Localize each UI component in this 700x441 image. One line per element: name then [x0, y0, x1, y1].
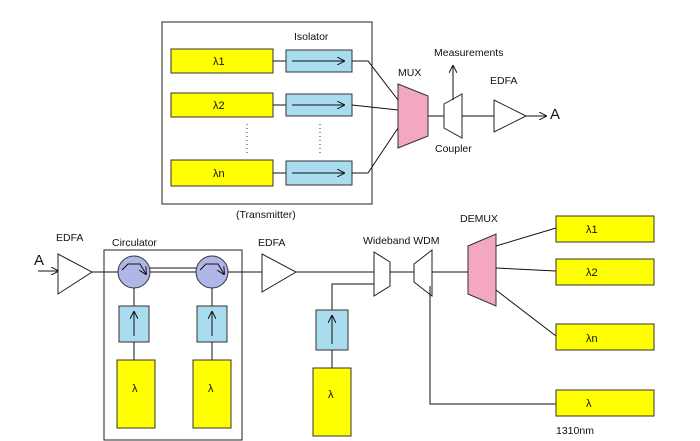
- wavelength-note: 1310nm: [556, 425, 594, 437]
- transmitter-caption: (Transmitter): [236, 209, 296, 221]
- demux-label: DEMUX: [460, 213, 498, 225]
- demux: [467, 233, 497, 307]
- rx-output-1: [555, 215, 655, 243]
- edfa-in: [57, 253, 93, 295]
- circ-source-2-label: λ: [208, 383, 214, 395]
- tx-source-1-label: λ1: [213, 56, 225, 68]
- measurements-label: Measurements: [434, 47, 503, 59]
- mux-label: MUX: [398, 67, 421, 79]
- coupler-label: Coupler: [435, 143, 472, 155]
- edfa-tx-label: EDFA: [490, 75, 517, 87]
- circulator-2-symbol: [199, 263, 224, 274]
- rx-output-1-label: λ1: [586, 224, 598, 236]
- pump-source: [312, 367, 352, 437]
- tx-source-2-label: λ2: [213, 100, 225, 112]
- wdm-coupler-1: [373, 251, 391, 297]
- transmitter-box: [161, 21, 373, 205]
- tx-source-n-label: λn: [213, 168, 225, 180]
- rx-output-n: [555, 323, 655, 351]
- isolator-label: Isolator: [294, 31, 329, 43]
- edfa-in-label: EDFA: [56, 232, 83, 244]
- rx-output-n-label: λn: [586, 333, 598, 345]
- rx-output-1310-label: λ: [586, 398, 592, 410]
- circulator-box: [103, 249, 243, 441]
- tx-source-1: [170, 48, 274, 74]
- coupler: [443, 93, 463, 139]
- circulator-label: Circulator: [112, 237, 157, 249]
- pump-source-label: λ: [328, 389, 334, 401]
- mux: [397, 83, 429, 149]
- input-marker: A: [34, 252, 44, 269]
- circulator-1-symbol: [121, 263, 146, 274]
- circ-source-1-label: λ: [132, 383, 138, 395]
- wdm-label: Wideband WDM: [363, 235, 439, 247]
- wdm-coupler-2: [413, 248, 433, 298]
- edfa-tx: [493, 99, 528, 133]
- rx-output-1310: [555, 389, 655, 417]
- rx-output-2-label: λ2: [586, 267, 598, 279]
- edfa-mid: [261, 253, 298, 293]
- rx-output-2: [555, 258, 655, 286]
- output-marker: A: [550, 106, 560, 123]
- edfa-mid-label: EDFA: [258, 237, 285, 249]
- circ-source-1: [116, 359, 156, 429]
- circ-source-2: [192, 359, 232, 429]
- tx-source-2: [170, 92, 274, 118]
